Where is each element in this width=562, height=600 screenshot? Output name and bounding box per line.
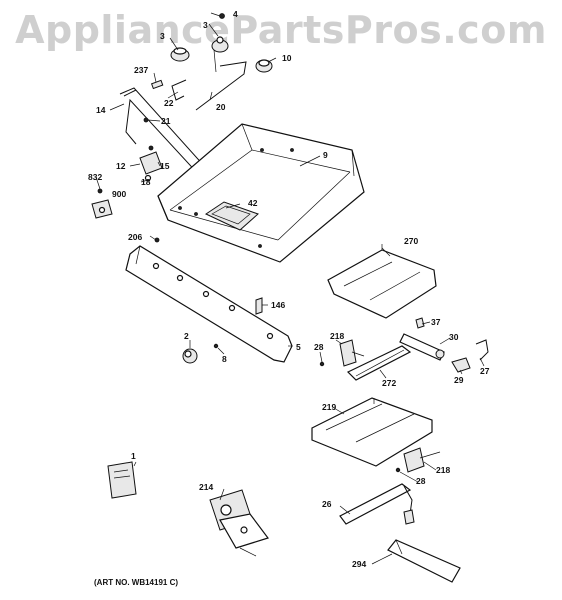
callout-294: 294 (352, 559, 366, 569)
callout-42: 42 (248, 198, 258, 208)
callout-28-lower: 28 (416, 476, 426, 486)
part-burner-box-9[interactable] (157, 123, 365, 263)
callout-272: 272 (382, 378, 396, 388)
part-screw-21[interactable] (143, 117, 149, 123)
callout-28-upper: 28 (314, 342, 324, 352)
callout-29: 29 (454, 375, 464, 385)
art-number: (ART NO. WB14191 C) (94, 578, 179, 587)
callout-2: 2 (184, 331, 189, 341)
part-valve-214[interactable] (209, 489, 269, 557)
callout-14: 14 (96, 105, 106, 115)
part-bracket-270[interactable] (327, 244, 437, 319)
callout-3a: 3 (160, 31, 165, 41)
callout-5: 5 (296, 342, 301, 352)
part-knob-2[interactable] (182, 348, 198, 364)
part-screw-28-lower[interactable] (395, 467, 401, 473)
callout-900: 900 (112, 189, 126, 199)
callout-9: 9 (323, 150, 328, 160)
part-valve-3-right[interactable] (211, 36, 229, 53)
callout-26: 26 (322, 499, 332, 509)
watermark: AppliancePartsPros.com (15, 8, 547, 52)
callout-27: 27 (480, 366, 490, 376)
callout-15: 15 (160, 161, 170, 171)
part-tube-27[interactable] (475, 339, 489, 361)
part-orifice-237[interactable] (150, 79, 164, 90)
callout-218-lower: 218 (436, 465, 450, 475)
part-37[interactable] (415, 317, 425, 329)
callout-22: 22 (164, 98, 174, 108)
callout-270: 270 (404, 236, 418, 246)
callout-4: 4 (233, 9, 238, 19)
part-screw-206[interactable] (154, 237, 160, 243)
part-fitting-29[interactable] (451, 357, 471, 373)
part-bracket-12-15[interactable] (139, 145, 163, 182)
callout-1: 1 (131, 451, 136, 461)
part-146[interactable] (255, 297, 263, 315)
part-burner-272[interactable] (346, 345, 412, 381)
part-fitting-30[interactable] (399, 333, 445, 361)
callout-8: 8 (222, 354, 227, 364)
callout-12: 12 (116, 161, 126, 171)
callout-146: 146 (271, 300, 285, 310)
part-igniter-218-lower[interactable] (403, 447, 441, 473)
part-baffle-219[interactable] (311, 397, 433, 467)
callout-18: 18 (141, 177, 151, 187)
part-294[interactable] (387, 539, 461, 583)
part-manifold-panel-5[interactable] (125, 245, 293, 363)
part-clip-900[interactable] (91, 188, 113, 219)
callout-218-upper: 218 (330, 331, 344, 341)
leader-lines (95, 12, 485, 565)
part-tube-26[interactable] (339, 483, 415, 525)
callout-30: 30 (449, 332, 459, 342)
callout-219: 219 (322, 402, 336, 412)
callout-37: 37 (431, 317, 441, 327)
part-tube-20[interactable] (195, 61, 247, 111)
part-tube-22[interactable] (171, 79, 187, 101)
part-screw-8[interactable] (213, 343, 219, 349)
callout-10: 10 (282, 53, 292, 63)
callout-832: 832 (88, 172, 102, 182)
part-literature-1[interactable] (107, 461, 137, 499)
callout-206: 206 (128, 232, 142, 242)
part-igniter-218-upper[interactable] (339, 339, 365, 367)
callout-20: 20 (216, 102, 226, 112)
part-panel-42[interactable] (204, 201, 259, 231)
part-valve-10[interactable] (255, 59, 273, 73)
part-screw-28-upper[interactable] (319, 361, 325, 367)
part-screw-4[interactable] (219, 13, 225, 19)
callout-21: 21 (161, 116, 171, 126)
callout-3b: 3 (203, 20, 208, 30)
callout-214: 214 (199, 482, 213, 492)
callout-237: 237 (134, 65, 148, 75)
part-valve-3-left[interactable] (170, 47, 190, 62)
